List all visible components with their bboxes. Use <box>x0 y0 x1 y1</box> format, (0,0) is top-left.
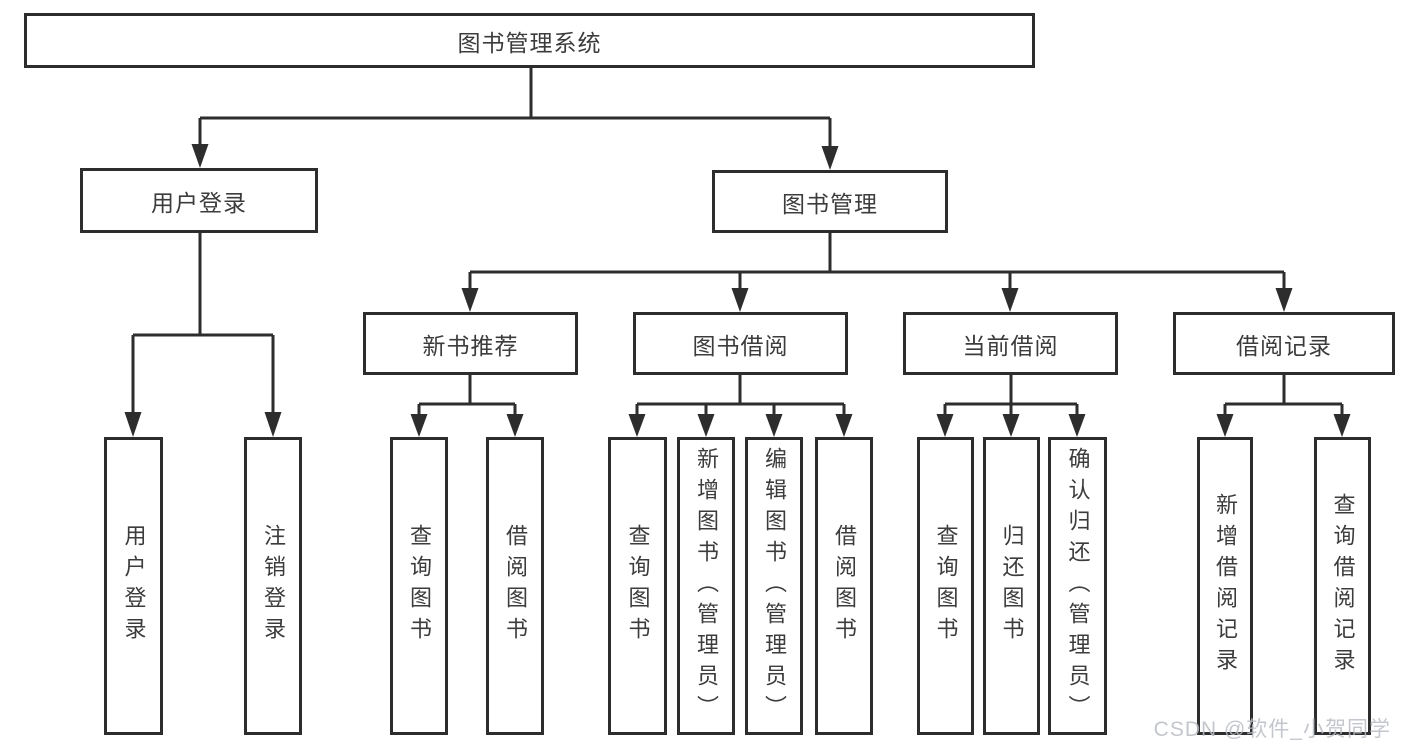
leaf-recommend-borrow-books: 借阅图书 <box>486 437 544 735</box>
node-borrow-records: 借阅记录 <box>1173 312 1395 375</box>
connector-book-management <box>461 233 1293 312</box>
node-book-management: 图书管理 <box>712 170 948 233</box>
node-new-book-recommend: 新书推荐 <box>363 312 578 375</box>
node-current-borrow: 当前借阅 <box>903 312 1118 375</box>
node-new-book-recommend-label: 新书推荐 <box>422 332 519 359</box>
leaf-user-login-label: 用户登录 <box>121 524 147 648</box>
leaf-recommend-query-books: 查询图书 <box>390 437 448 735</box>
node-library-system: 图书管理系统 <box>24 13 1035 68</box>
node-borrow-records-label: 借阅记录 <box>1236 332 1332 359</box>
leaf-confirm-return-admin: 确认归还（管理员） <box>1048 437 1107 735</box>
leaf-logout: 注销登录 <box>244 437 302 735</box>
leaf-return-books: 归还图书 <box>983 437 1040 735</box>
leaf-edit-books-admin: 编辑图书（管理员） <box>745 437 803 735</box>
node-user-login: 用户登录 <box>80 168 318 233</box>
csdn-watermark: CSDN @软件_小贺同学 <box>1153 718 1391 741</box>
connector-root <box>191 68 839 170</box>
leaf-user-login: 用户登录 <box>104 437 163 735</box>
leaf-borrow-books: 借阅图书 <box>815 437 873 735</box>
leaf-logout-label: 注销登录 <box>261 524 286 648</box>
leaf-add-borrow-record: 新增借阅记录 <box>1197 437 1253 735</box>
node-library-system-label: 图书管理系统 <box>457 29 602 56</box>
leaf-current-query-books: 查询图书 <box>917 437 974 735</box>
node-current-borrow-label: 当前借阅 <box>962 332 1059 359</box>
leaf-recommend-borrow-books-label: 借阅图书 <box>503 524 528 648</box>
leaf-add-books-admin-label: 新增图书（管理员） <box>694 446 719 726</box>
node-user-login-label: 用户登录 <box>151 189 247 216</box>
connector-book-borrow <box>628 375 853 437</box>
node-book-borrow-label: 图书借阅 <box>692 332 789 359</box>
connector-current-borrow <box>936 375 1086 437</box>
connector-borrow-records <box>1216 375 1351 437</box>
leaf-add-books-admin: 新增图书（管理员） <box>677 437 735 735</box>
leaf-borrow-query-books: 查询图书 <box>608 437 667 735</box>
leaf-borrow-books-label: 借阅图书 <box>832 524 857 648</box>
leaf-edit-books-admin-label: 编辑图书（管理员） <box>762 446 787 726</box>
leaf-current-query-books-label: 查询图书 <box>933 524 959 648</box>
leaf-query-borrow-record: 查询借阅记录 <box>1314 437 1371 735</box>
leaf-confirm-return-admin-label: 确认归还（管理员） <box>1065 446 1091 726</box>
leaf-borrow-query-books-label: 查询图书 <box>625 524 651 648</box>
leaf-recommend-query-books-label: 查询图书 <box>407 524 432 648</box>
connector-new-book-recommend <box>410 375 524 437</box>
leaf-query-borrow-record-label: 查询借阅记录 <box>1330 493 1356 679</box>
leaf-add-borrow-record-label: 新增借阅记录 <box>1213 493 1238 679</box>
leaf-return-books-label: 归还图书 <box>999 524 1025 648</box>
connector-user-login <box>124 233 282 437</box>
node-book-borrow: 图书借阅 <box>633 312 848 375</box>
node-book-management-label: 图书管理 <box>782 190 878 217</box>
